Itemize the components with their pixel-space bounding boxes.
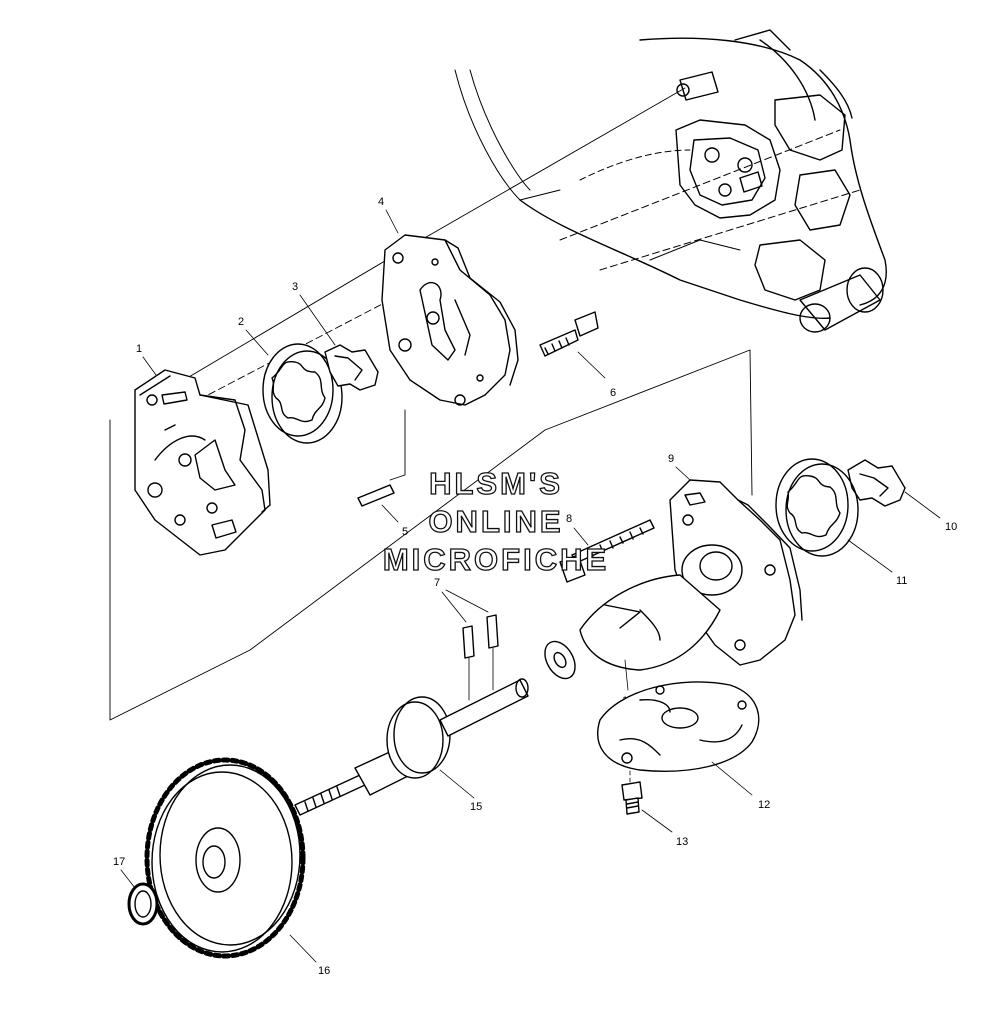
callout-4: 4 [378, 196, 384, 208]
part-11-outer-rotor [775, 458, 859, 557]
callout-8: 8 [566, 513, 572, 525]
part-1-pump-body [134, 369, 271, 556]
part-8-long-bolt [559, 519, 655, 583]
part-16-gear [144, 757, 306, 959]
callout-10: 10 [945, 521, 957, 533]
callout-3: 3 [292, 281, 298, 293]
part-17-washer [127, 882, 159, 926]
watermark-line-1: HLSM'S [428, 465, 563, 501]
callout-2: 2 [238, 316, 244, 328]
callout-12: 12 [758, 799, 770, 811]
callout-1: 1 [136, 343, 142, 355]
callout-9: 9 [668, 453, 674, 465]
part-2-outer-rotor [262, 343, 343, 444]
watermark-line-3: MICROFICHE [382, 541, 610, 577]
part-3-inner-rotor [324, 344, 379, 391]
part-7-pins [462, 614, 499, 701]
part-4-pump-plate [381, 234, 519, 406]
part-6-bolt [539, 311, 599, 357]
washer [544, 640, 576, 680]
callout-5: 5 [402, 526, 408, 538]
part-15-shaft [294, 678, 529, 816]
part-12-gasket [597, 681, 760, 772]
part-14-cover-plate [579, 574, 721, 671]
callout-15: 15 [470, 801, 482, 813]
callout-11: 11 [896, 575, 907, 587]
callout-17: 17 [113, 856, 125, 868]
callout-16: 16 [318, 965, 330, 977]
part-5-dowel-pin [357, 484, 395, 507]
callout-7: 7 [434, 577, 440, 589]
crankcase-housing [454, 29, 887, 333]
callout-6: 6 [610, 387, 616, 399]
part-10-inner-rotor [847, 459, 906, 507]
watermark-line-2: ONLINE [428, 503, 564, 539]
callout-13: 13 [676, 836, 688, 848]
part-13-screw [621, 769, 643, 815]
